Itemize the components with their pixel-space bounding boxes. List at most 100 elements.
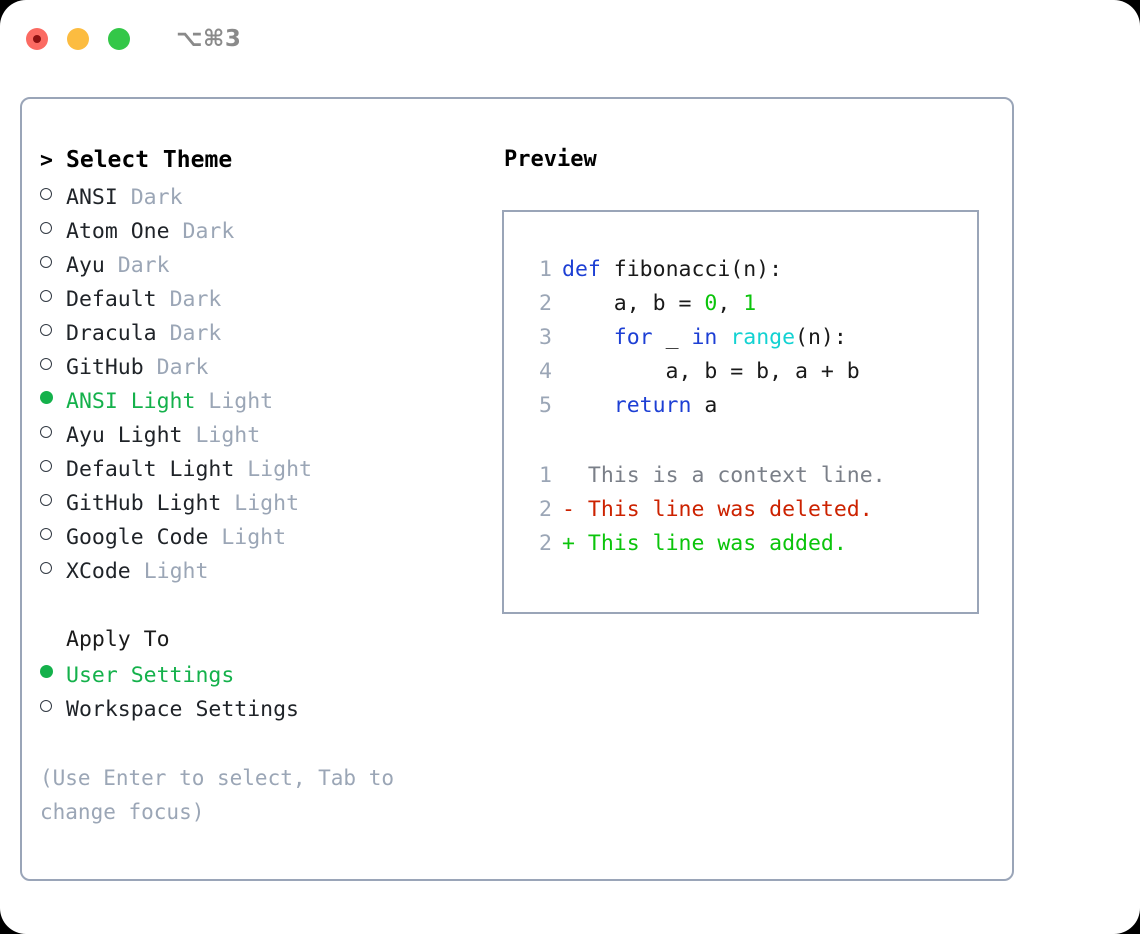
radio-marker — [40, 221, 66, 243]
apply-to-option[interactable]: User Settings — [40, 663, 502, 697]
theme-picker-header: >Select Theme — [40, 147, 502, 185]
theme-list-item[interactable]: Atom One Dark — [40, 219, 502, 253]
code-token-num: 0 — [704, 291, 718, 316]
diff-sign — [562, 463, 575, 488]
theme-kind-badge: Dark — [182, 219, 235, 244]
apply-to-header: Apply To — [40, 627, 502, 663]
theme-list-item[interactable]: Ayu Dark — [40, 253, 502, 287]
radio-unselected-icon — [40, 324, 52, 336]
diff-text: This is a context line. — [587, 463, 886, 488]
diff-line: 1 This is a context line. — [522, 463, 977, 497]
theme-name: Default Light — [66, 457, 235, 482]
theme-list-item[interactable]: XCode Light — [40, 559, 502, 593]
radio-unselected-icon — [40, 700, 52, 712]
title-bar: ⌥⌘3 — [0, 0, 1140, 78]
theme-name: Ayu Light — [66, 423, 183, 448]
radio-unselected-icon — [40, 460, 52, 472]
theme-kind-badge: Dark — [156, 355, 209, 380]
theme-kind-badge: Light — [195, 423, 261, 448]
diff-line-number: 2 — [539, 497, 552, 522]
radio-marker — [40, 187, 66, 209]
theme-list-item[interactable]: ANSI Light Light — [40, 389, 502, 423]
code-line: 5 return a — [522, 393, 977, 427]
radio-marker — [40, 357, 66, 379]
line-number: 5 — [539, 393, 552, 418]
theme-kind-badge: Dark — [169, 287, 222, 312]
code-diff-gap — [522, 427, 977, 463]
radio-unselected-icon — [40, 494, 52, 506]
radio-marker-selected — [40, 665, 66, 687]
radio-marker — [40, 255, 66, 277]
theme-name: Dracula — [66, 321, 157, 346]
minimize-button[interactable] — [67, 28, 89, 50]
theme-kind-badge: Light — [221, 525, 287, 550]
code-token-plain: fibonacci(n): — [600, 257, 783, 282]
diff-sign: + — [562, 531, 575, 556]
radio-marker — [40, 493, 66, 515]
code-token-plain: _ — [652, 325, 692, 350]
theme-name: GitHub Light — [66, 491, 222, 516]
apply-to-option-label: User Settings — [66, 663, 235, 688]
radio-unselected-icon — [40, 256, 52, 268]
code-line: 4 a, b = b, a + b — [522, 359, 977, 393]
theme-list-item[interactable]: Default Light Light — [40, 457, 502, 491]
theme-kind-badge: Light — [143, 559, 209, 584]
code-token-num: 1 — [743, 291, 757, 316]
diff-sample: 1 This is a context line.2- This line wa… — [522, 463, 977, 565]
theme-list-item[interactable]: GitHub Light Light — [40, 491, 502, 525]
theme-name: ANSI Light — [66, 389, 196, 414]
diff-line: 2- This line was deleted. — [522, 497, 977, 531]
apply-to-option[interactable]: Workspace Settings — [40, 697, 502, 731]
radio-marker — [40, 425, 66, 447]
theme-name: Google Code — [66, 525, 209, 550]
radio-marker — [40, 323, 66, 345]
theme-list-item[interactable]: ANSI Dark — [40, 185, 502, 219]
code-token-plain: a, b = — [562, 291, 705, 316]
keyboard-shortcut-label: ⌥⌘3 — [176, 26, 242, 52]
theme-name: ANSI — [66, 185, 118, 210]
code-line: 3 for _ in range(n): — [522, 325, 977, 359]
code-token-plain: (n): — [795, 325, 847, 350]
theme-kind-badge: Light — [208, 389, 274, 414]
code-token-kw: return — [613, 393, 692, 418]
radio-marker — [40, 289, 66, 311]
radio-unselected-icon — [40, 426, 52, 438]
theme-list-item[interactable]: Ayu Light Light — [40, 423, 502, 457]
radio-unselected-icon — [40, 528, 52, 540]
apply-to-label: Apply To — [66, 627, 170, 652]
code-token-kw: in — [691, 325, 718, 350]
line-number: 3 — [539, 325, 552, 350]
theme-kind-badge: Light — [247, 457, 312, 482]
theme-kind-badge: Dark — [130, 185, 183, 210]
theme-name: XCode — [66, 559, 131, 584]
close-button[interactable] — [26, 28, 48, 50]
prompt-caret-icon: > — [40, 148, 53, 173]
radio-unselected-icon — [40, 562, 52, 574]
code-token-plain — [717, 325, 730, 350]
theme-list-item[interactable]: Default Dark — [40, 287, 502, 321]
radio-unselected-icon — [40, 290, 52, 302]
theme-list-item[interactable]: Dracula Dark — [40, 321, 502, 355]
theme-list-item[interactable]: Google Code Light — [40, 525, 502, 559]
radio-selected-icon — [40, 665, 53, 678]
theme-kind-badge: Dark — [117, 253, 170, 278]
code-token-plain: a, b = b, a + b — [562, 359, 860, 384]
apply-to-option-label: Workspace Settings — [66, 697, 299, 722]
theme-list-item[interactable]: GitHub Dark — [40, 355, 502, 389]
radio-marker-selected — [40, 391, 66, 413]
radio-marker — [40, 561, 66, 583]
maximize-button[interactable] — [108, 28, 130, 50]
line-number: 4 — [539, 359, 552, 384]
line-number: 1 — [539, 257, 552, 282]
code-token-plain: , — [717, 291, 744, 316]
diff-sign: - — [562, 497, 575, 522]
